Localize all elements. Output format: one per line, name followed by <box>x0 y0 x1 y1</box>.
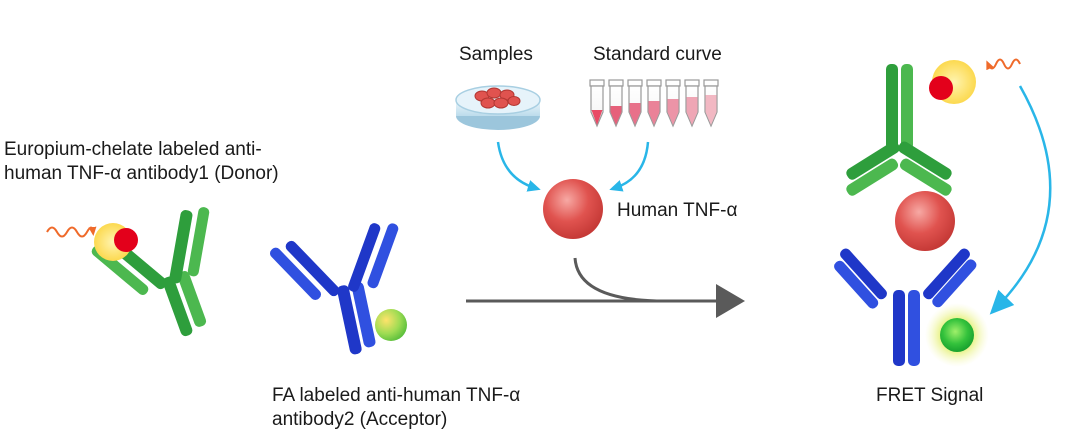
standard-flow-arrow <box>609 141 650 192</box>
bound-donor-antibody-icon <box>846 64 952 196</box>
standard-curve-label: Standard curve <box>593 44 722 65</box>
acceptor-label-line-2: antibody2 (Acceptor) <box>272 409 448 430</box>
donor-label-line-2: human TNF-α antibody1 (Donor) <box>4 163 279 184</box>
acceptor-label-line-1: FA labeled anti-human TNF-α <box>272 385 521 406</box>
standard-curve-tubes-icon <box>589 79 719 128</box>
bound-excitation-wave-icon <box>986 58 1021 71</box>
bound-acceptor-antibody-icon <box>834 248 977 366</box>
bound-europium-label-icon <box>929 60 976 104</box>
reaction-arrow <box>466 257 745 318</box>
fa-label-icon <box>375 309 407 341</box>
energy-transfer-arrow <box>989 85 1052 315</box>
bound-tnf-antigen-icon <box>895 191 955 251</box>
tube-icon <box>589 79 605 128</box>
tnf-antigen-icon <box>543 179 603 239</box>
donor-label-line-1: Europium-chelate labeled anti- <box>4 139 262 160</box>
acceptor-label: FA labeled anti-human TNF-α antibody2 (A… <box>272 384 520 432</box>
donor-label: Europium-chelate labeled anti- human TNF… <box>4 138 279 186</box>
samples-label: Samples <box>459 44 533 65</box>
acceptor-antibody-icon <box>270 223 399 355</box>
fret-signal-label: FRET Signal <box>876 385 984 406</box>
europium-label-icon <box>94 223 138 261</box>
samples-flow-arrow <box>496 141 541 192</box>
petri-dish-icon <box>455 85 541 130</box>
excitation-wave-icon <box>46 226 97 238</box>
human-tnf-label: Human TNF-α <box>617 200 738 221</box>
fret-emitter-icon <box>940 318 974 352</box>
